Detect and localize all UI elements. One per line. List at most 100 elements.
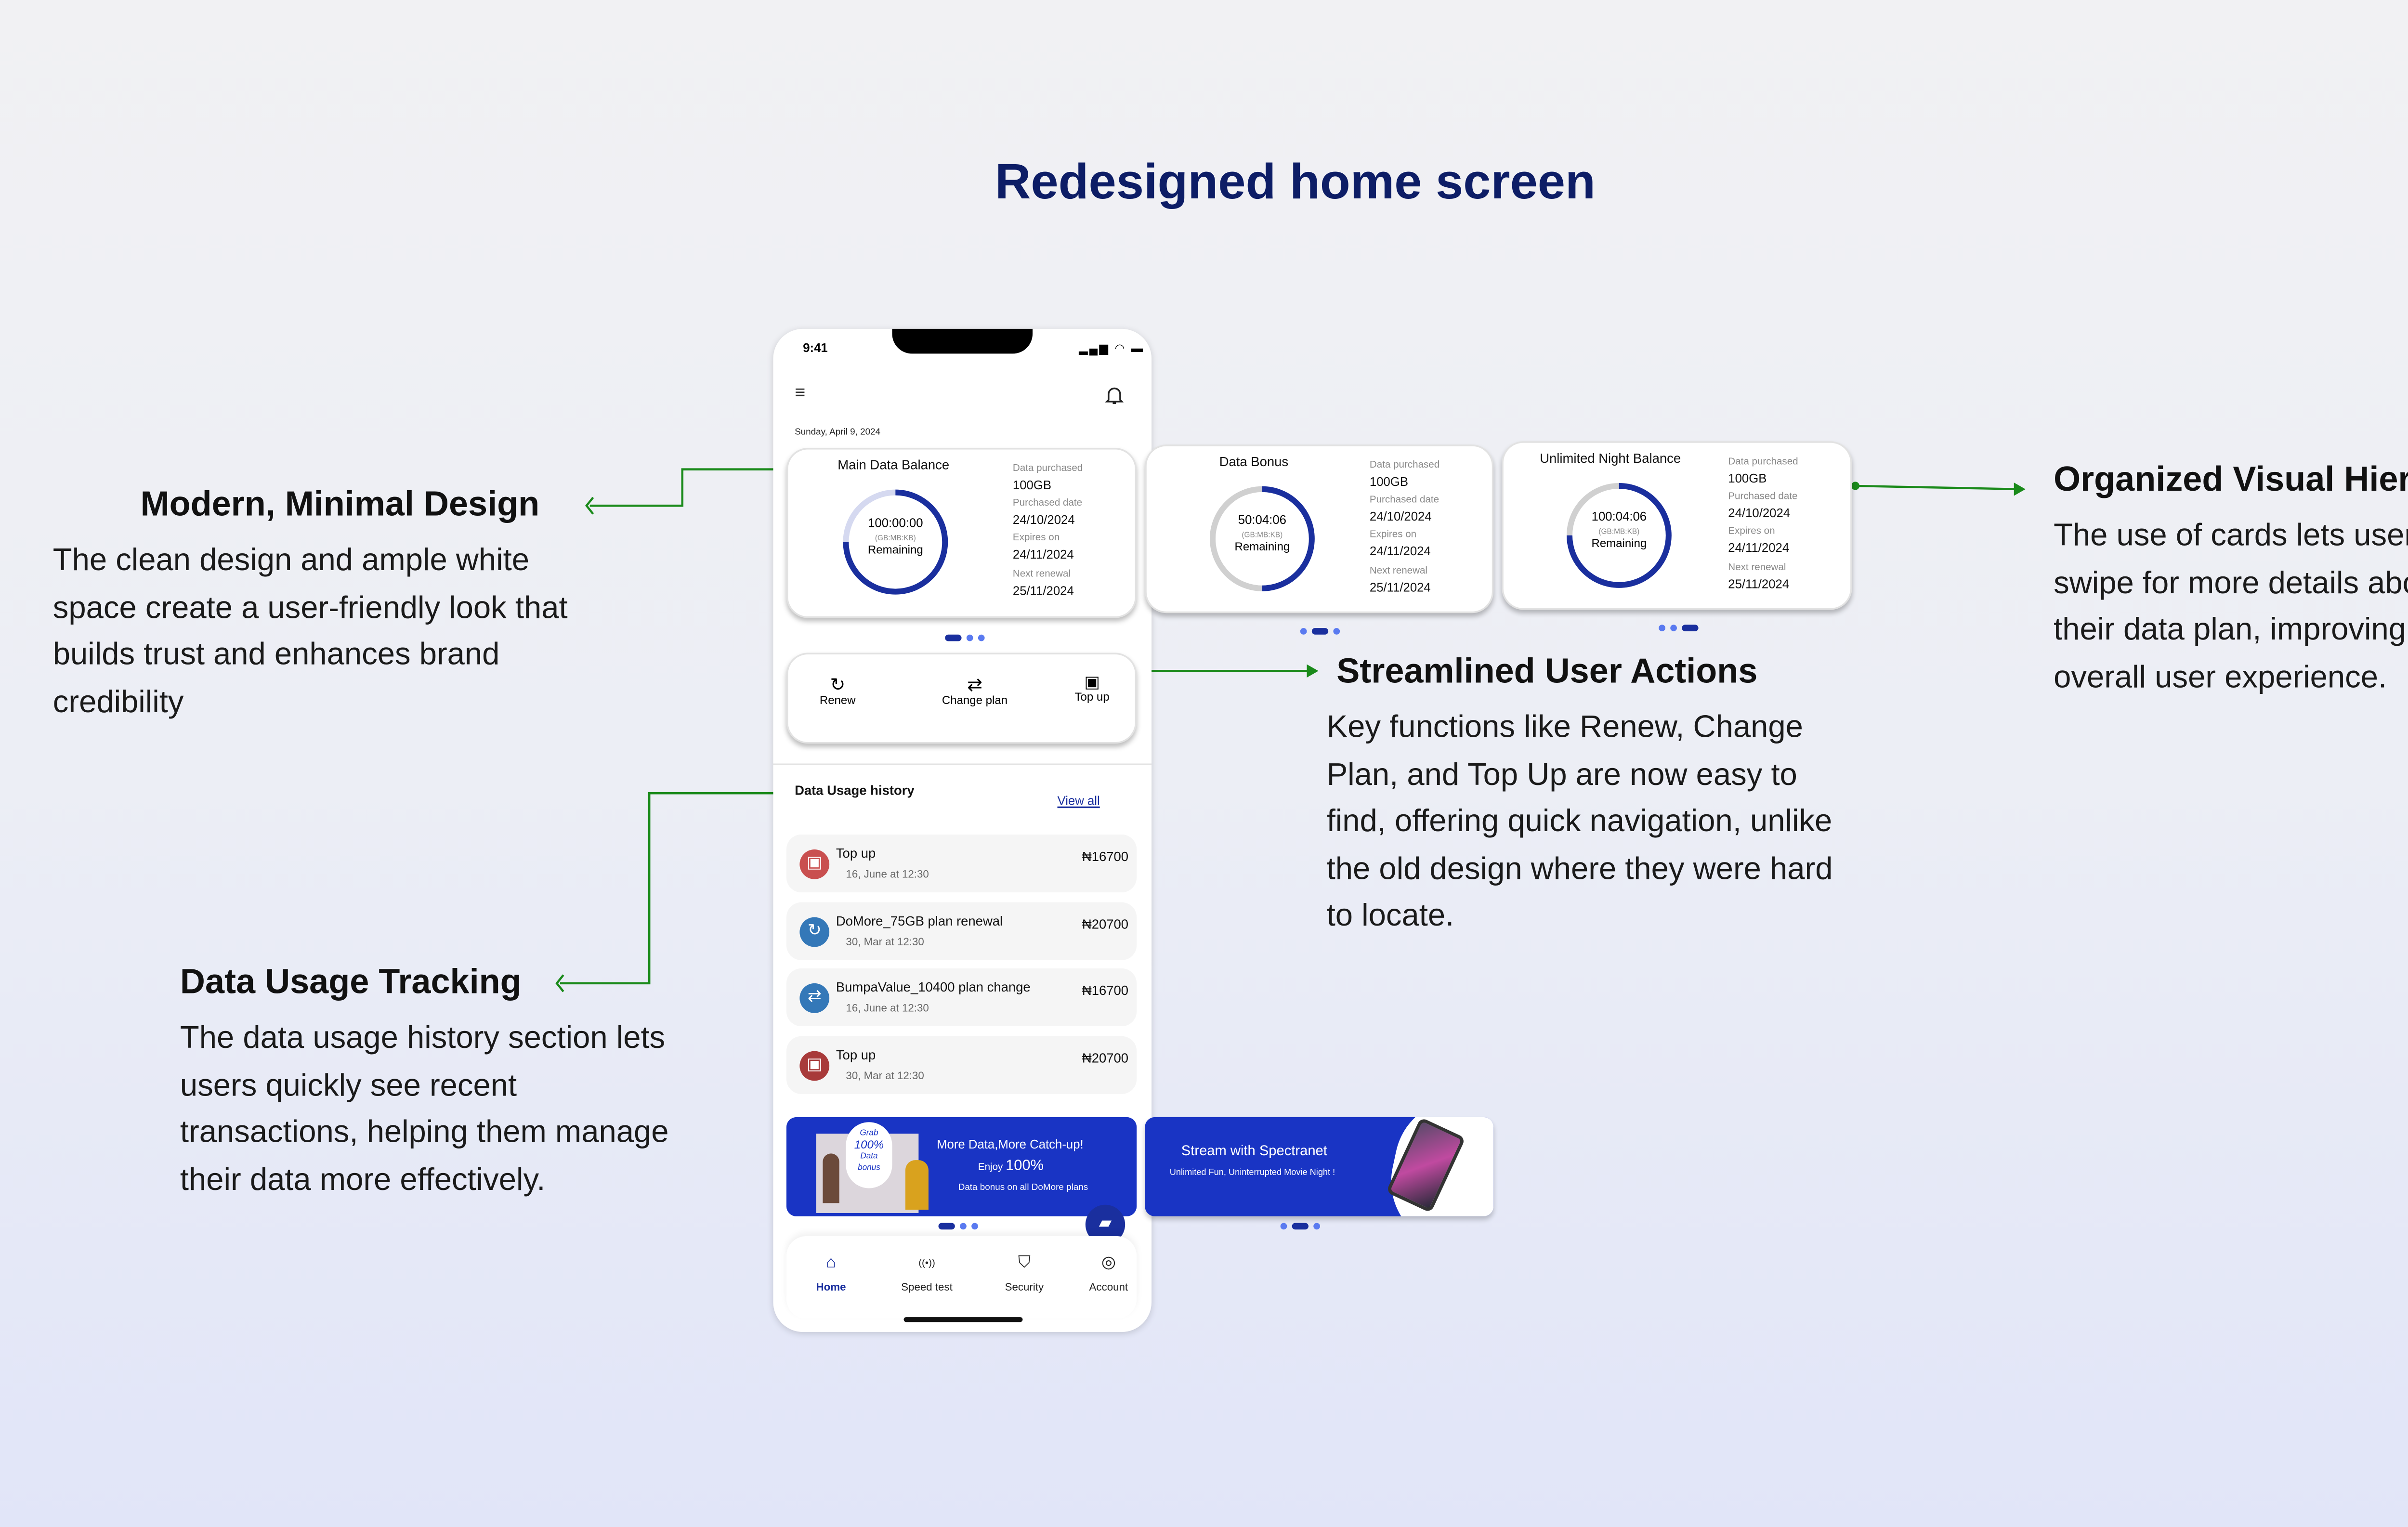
enjoy-text: Enjoy: [978, 1163, 1003, 1174]
line: The clean design and ample white: [52, 544, 529, 579]
banner-pager-2[interactable]: [1280, 1223, 1320, 1230]
speed-test-icon: ((•)): [918, 1259, 935, 1269]
menu-icon[interactable]: ≡: [795, 383, 806, 404]
line: overall user experience.: [2054, 660, 2387, 695]
annotation-modern-body: The clean design and ample white space cr…: [53, 539, 568, 727]
badge-line: bonus: [858, 1163, 880, 1174]
promo-banner-stream[interactable]: Stream with Spectranet Unlimited Fun, Un…: [1145, 1117, 1494, 1216]
balance-card[interactable]: Main Data Balance 100:00:00 (GB:MB:KB) R…: [786, 448, 1137, 618]
card-pager[interactable]: [1300, 628, 1340, 635]
purchased-date-value: 24/10/2024: [1012, 512, 1075, 527]
history-item[interactable]: ⇄ BumpaValue_10400 plan change 16, June …: [786, 969, 1137, 1027]
promo-percent: 100%: [1006, 1157, 1044, 1174]
label: Expires on: [1369, 530, 1417, 541]
nav-home[interactable]: ⌂ Home: [798, 1253, 864, 1294]
purchased-date-value: 24/10/2024: [1369, 509, 1432, 524]
line: find, offering quick navigation, unlike: [1326, 805, 1832, 840]
nav-security[interactable]: ⛉ Security: [991, 1253, 1057, 1294]
wallet-icon: ▣: [799, 1051, 830, 1081]
annotation-actions-heading: Streamlined User Actions: [1336, 653, 1758, 691]
expires-value: 24/11/2024: [1012, 547, 1074, 562]
balance-ring: [1566, 483, 1672, 588]
line: The data usage history section lets: [180, 1021, 666, 1056]
item-date: 30, Mar at 12:30: [846, 936, 924, 948]
change-plan-label: Change plan: [942, 695, 1008, 707]
top-up-button[interactable]: ▣Top up: [1064, 674, 1120, 704]
label: Purchased date: [1369, 496, 1440, 506]
label: Data purchased: [1012, 464, 1083, 474]
status-icons: ▂▄▆ ◠ ▬: [1079, 343, 1145, 355]
label: Next renewal: [1728, 563, 1786, 574]
item-amount: ₦20700: [1082, 1051, 1129, 1066]
nav-label: Security: [1005, 1282, 1044, 1294]
promo-headline: More Data,More Catch-up!: [937, 1137, 1084, 1152]
annotation-hierarchy-heading: Organized Visual Hierarchy: [2054, 461, 2408, 499]
renew-icon: ↻: [830, 676, 846, 696]
quick-actions-card: [786, 653, 1137, 744]
nav-account[interactable]: ◎ Account: [1075, 1253, 1141, 1294]
line: Key functions like Renew, Change: [1326, 710, 1803, 745]
swap-icon: ⇄: [967, 676, 982, 696]
nav-label: Account: [1089, 1282, 1128, 1294]
badge-line: Grab: [860, 1128, 878, 1139]
data-purchased-value: 100GB: [1369, 474, 1409, 489]
item-date: 16, June at 12:30: [846, 869, 929, 881]
history-item[interactable]: ↻ DoMore_75GB plan renewal 30, Mar at 12…: [786, 901, 1137, 960]
line: space create a user-friendly look that: [52, 590, 568, 626]
nav-speed-test[interactable]: ((•)) Speed test: [894, 1253, 960, 1294]
history-item[interactable]: ▣ Top up 30, Mar at 12:30 ₦20700: [786, 1036, 1137, 1095]
item-amount: ₦20700: [1082, 916, 1129, 932]
unit-label: (GB:MB:KB): [1598, 527, 1640, 535]
card-pager[interactable]: [945, 634, 985, 641]
data-purchased-value: 100GB: [1728, 471, 1767, 486]
stream-headline: Stream with Spectranet: [1181, 1142, 1327, 1159]
balance-ring-progress: [1566, 483, 1672, 588]
item-title: DoMore_75GB plan renewal: [836, 913, 1003, 928]
page-title: Redesigned home screen: [995, 155, 1596, 210]
item-title: Top up: [836, 1048, 876, 1063]
card-pager[interactable]: [1659, 625, 1699, 631]
swap-icon: ⇄: [799, 984, 830, 1014]
expires-value: 24/11/2024: [1369, 544, 1431, 559]
line: their data plan, improving the: [2054, 613, 2408, 648]
balance-card[interactable]: Data Bonus 50:04:06 (GB:MB:KB) Remaining…: [1145, 444, 1494, 613]
card-title: Data Bonus: [1219, 454, 1289, 470]
line: swipe for more details about: [2054, 566, 2408, 601]
renew-button[interactable]: ↻Renew: [806, 674, 869, 707]
line: The use of cards lets users: [2054, 519, 2408, 554]
balance-ring: [1209, 486, 1315, 591]
chat-icon: ▰: [1099, 1214, 1112, 1233]
banner-pager[interactable]: [938, 1223, 978, 1230]
nav-label: Speed test: [901, 1282, 953, 1294]
line: to locate.: [1326, 899, 1454, 934]
purchased-date-value: 24/10/2024: [1728, 506, 1791, 521]
renew-icon: ↻: [799, 916, 830, 947]
balance-card[interactable]: Unlimited Night Balance 100:04:06 (GB:MB…: [1502, 441, 1852, 610]
person-figure: [905, 1160, 929, 1210]
person-figure: [823, 1153, 839, 1203]
label: Purchased date: [1728, 492, 1798, 503]
bell-icon[interactable]: [1105, 385, 1124, 407]
item-amount: ₦16700: [1082, 984, 1129, 999]
item-amount: ₦16700: [1082, 849, 1129, 864]
unit-label: (GB:MB:KB): [1242, 530, 1283, 539]
remaining-value: 50:04:06: [1238, 512, 1286, 527]
renew-label: Renew: [819, 695, 856, 707]
change-plan-button[interactable]: ⇄Change plan: [929, 674, 1021, 707]
view-all-link[interactable]: View all: [1057, 793, 1100, 809]
remaining-label: Remaining: [1591, 538, 1647, 550]
renewal-value: 25/11/2024: [1012, 583, 1074, 599]
item-date: 16, June at 12:30: [846, 1004, 929, 1016]
status-time: 9:41: [803, 340, 828, 355]
stream-sub: Unlimited Fun, Uninterrupted Movie Night…: [1169, 1168, 1335, 1178]
wallet-icon: ▣: [799, 849, 830, 879]
label: Purchased date: [1012, 499, 1083, 509]
line: their data more effectively.: [180, 1162, 546, 1198]
label: Data purchased: [1369, 461, 1440, 471]
history-item[interactable]: ▣ Top up 16, June at 12:30 ₦16700: [786, 835, 1137, 893]
line: builds trust and enhances brand: [52, 638, 500, 673]
